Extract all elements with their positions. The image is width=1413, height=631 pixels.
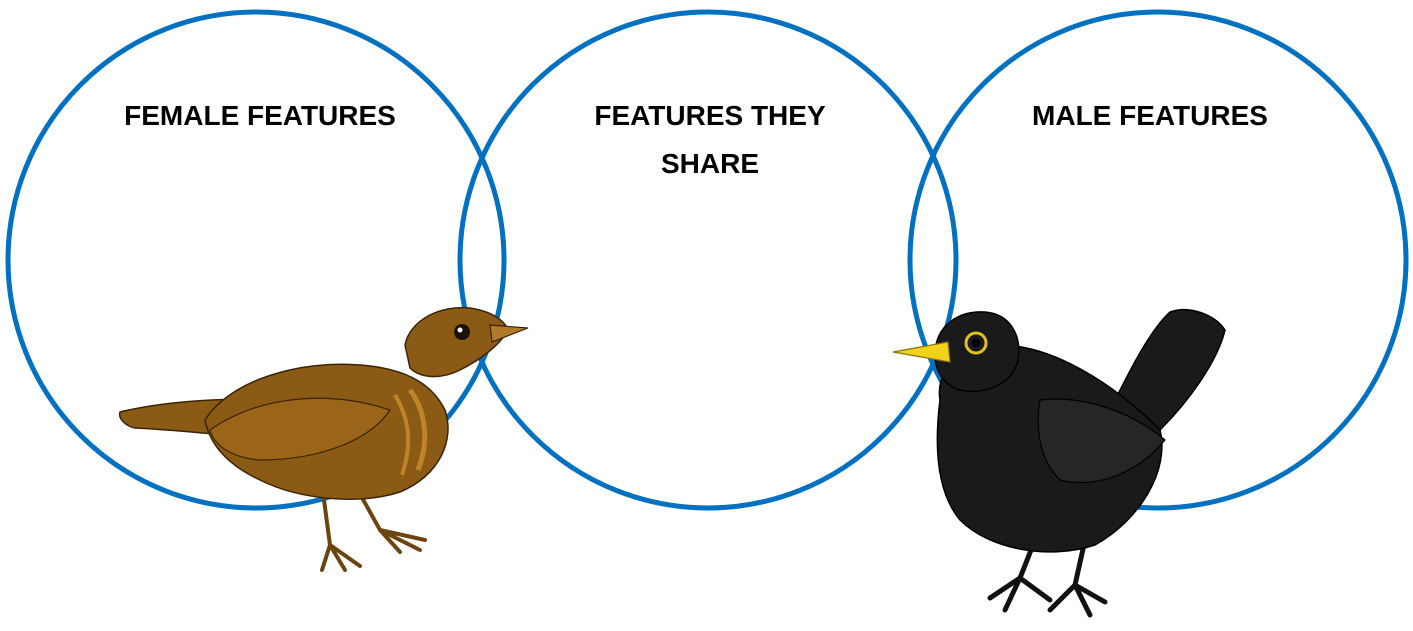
- male-blackbird-illustration: [892, 308, 1226, 618]
- shared-features-label: FEATURES THEY SHARE: [594, 100, 826, 179]
- female-features-circle[interactable]: [5, 9, 507, 511]
- male-features-label: MALE FEATURES: [1032, 100, 1268, 131]
- shared-features-circle[interactable]: [457, 9, 959, 511]
- male-features-circle[interactable]: [907, 9, 1409, 511]
- female-features-label: FEMALE FEATURES: [124, 100, 396, 131]
- female-blackbird-illustration: [118, 306, 529, 572]
